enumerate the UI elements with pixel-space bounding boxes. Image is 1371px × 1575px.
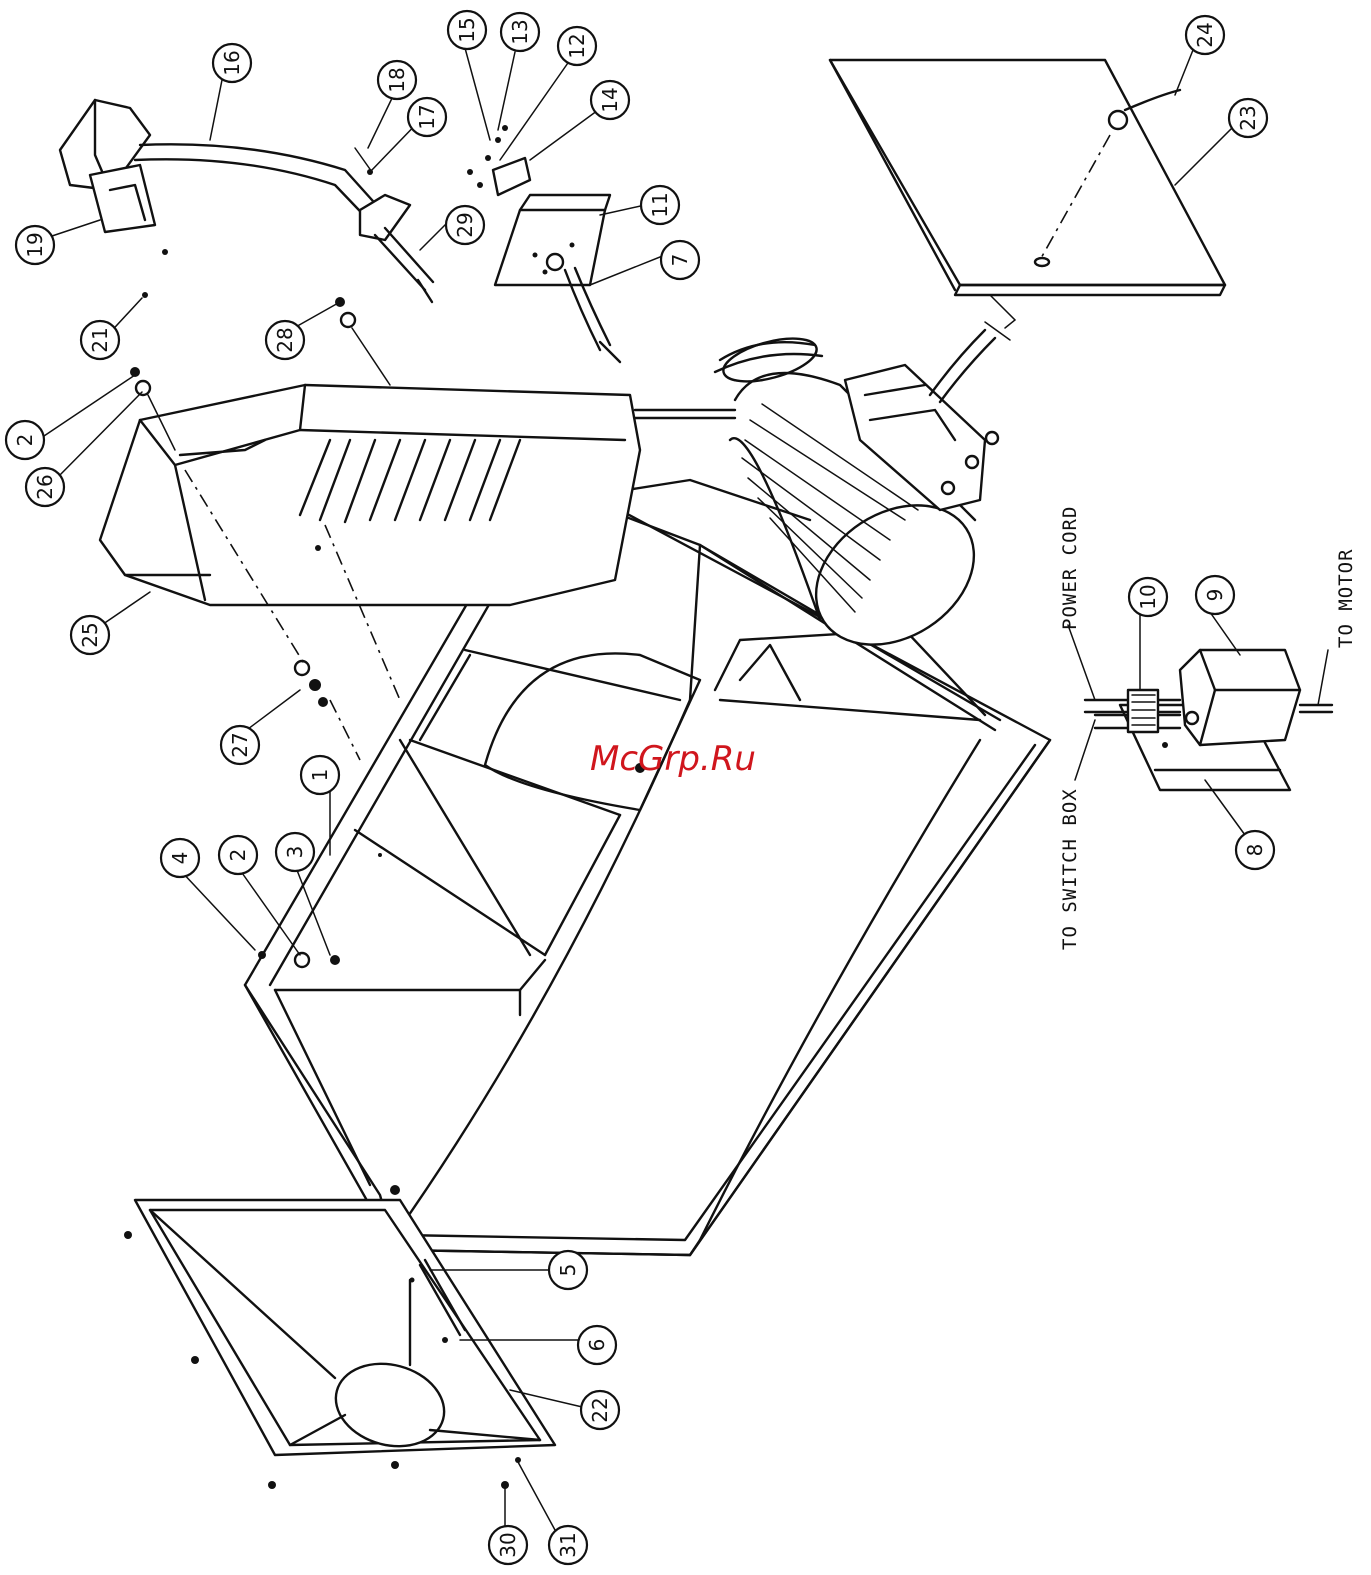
callout-3: 3 (276, 833, 314, 871)
callout-number: 10 (1136, 584, 1160, 609)
callout-9: 9 (1196, 576, 1234, 614)
callout-16: 16 (213, 44, 251, 82)
callout-12: 12 (558, 27, 596, 65)
callout-23: 23 (1229, 99, 1267, 137)
watermark: McGrp.Ru (590, 739, 756, 779)
callout-6: 6 (578, 1326, 616, 1364)
callout-number: 4 (168, 852, 192, 865)
callout-number: 9 (1203, 589, 1227, 602)
switch-box (1085, 650, 1332, 790)
callout-14: 14 (591, 81, 629, 119)
callout-number: 31 (556, 1532, 580, 1557)
callout-10: 10 (1129, 578, 1167, 616)
callout-24: 24 (1186, 16, 1224, 54)
callout-number: 27 (228, 732, 252, 757)
callout-27: 27 (221, 726, 259, 764)
callout-8: 8 (1236, 831, 1274, 869)
callout-number: 16 (220, 50, 244, 75)
callout-number: 19 (23, 232, 47, 257)
belt-cover (100, 385, 640, 605)
callout-number: 28 (273, 327, 297, 352)
callout-18: 18 (378, 61, 416, 99)
callout-number: 2 (13, 434, 37, 447)
power-cord-label: POWER CORD (1059, 506, 1081, 630)
callout-15: 15 (448, 11, 486, 49)
callout-number: 17 (415, 104, 439, 129)
callout-number: 23 (1236, 105, 1260, 130)
callout-31: 31 (549, 1526, 587, 1564)
callout-21: 21 (81, 321, 119, 359)
callout-19: 19 (16, 226, 54, 264)
callout-number: 1 (308, 769, 332, 782)
callout-2: 2 (6, 421, 44, 459)
callout-number: 14 (598, 87, 622, 112)
callout-number: 6 (585, 1339, 609, 1352)
callout-13: 13 (501, 13, 539, 51)
callout-number: 29 (453, 212, 477, 237)
callout-number: 15 (455, 17, 479, 42)
callout-number: 12 (565, 33, 589, 58)
callout-number: 30 (496, 1532, 520, 1557)
callout-17: 17 (408, 98, 446, 136)
callout-number: 13 (508, 19, 532, 44)
to-switch-box-label: TO SWITCH BOX (1059, 788, 1081, 950)
callout-number: 3 (283, 846, 307, 859)
callout-30: 30 (489, 1526, 527, 1564)
callout-4: 4 (161, 839, 199, 877)
callout-26: 26 (26, 468, 64, 506)
callout-number: 8 (1243, 844, 1267, 857)
callout-number: 21 (88, 327, 112, 352)
callout-number: 5 (556, 1264, 580, 1277)
callout-number: 7 (668, 254, 692, 267)
side-cover-panel (830, 60, 1225, 328)
small-hardware (467, 125, 530, 195)
callout-7: 7 (661, 241, 699, 279)
callout-number: 22 (588, 1397, 612, 1422)
callout-1: 1 (301, 756, 339, 794)
callout-22: 22 (581, 1391, 619, 1429)
callout-29: 29 (446, 206, 484, 244)
callout-5: 5 (549, 1251, 587, 1289)
mounting-plate (495, 195, 620, 362)
callout-number: 24 (1193, 22, 1217, 47)
callout-25: 25 (71, 616, 109, 654)
callout-number: 11 (648, 192, 672, 217)
callout-28: 28 (266, 321, 304, 359)
callout-2: 2 (219, 836, 257, 874)
to-motor-label: TO MOTOR (1335, 548, 1357, 648)
callout-number: 18 (385, 67, 409, 92)
callout-number: 25 (78, 622, 102, 647)
callout-number: 2 (226, 849, 250, 862)
callout-11: 11 (641, 186, 679, 224)
callout-number: 26 (33, 474, 57, 499)
